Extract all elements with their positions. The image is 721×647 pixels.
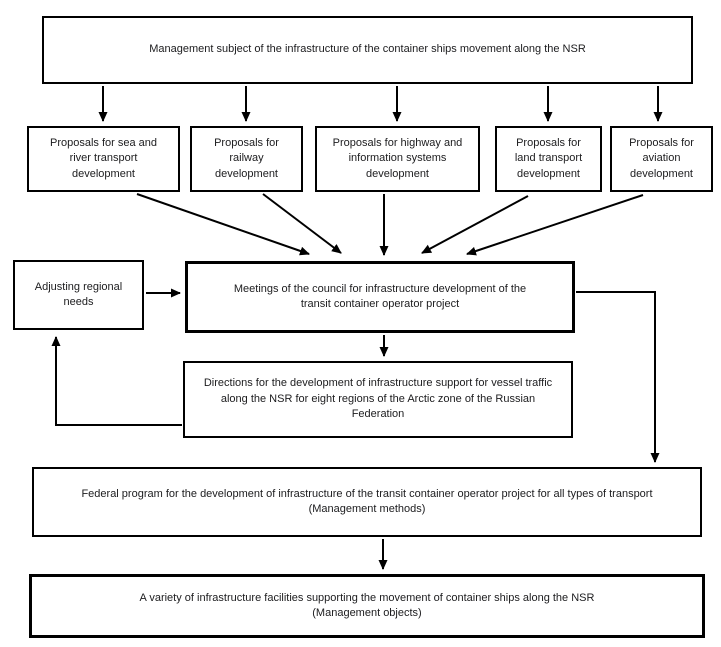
node-federal-program: Federal program for the development of i… <box>32 467 702 537</box>
node-proposals-land-transport: Proposals for land transport development <box>495 126 602 192</box>
node-proposals-land-transport-label: Proposals for land transport development <box>514 136 583 180</box>
node-proposals-railway: Proposals for railway development <box>190 126 303 192</box>
node-adjusting-regional-needs: Adjusting regional needs <box>13 260 144 330</box>
node-proposals-highway-information-label: Proposals for highway and information sy… <box>332 136 463 180</box>
edge-land-to-meetings <box>421 195 529 254</box>
edge-sea-river-to-meetings <box>136 193 310 256</box>
node-proposals-sea-river-label: Proposals for sea and river transport de… <box>49 136 157 180</box>
node-management-subject-label: Management subject of the infrastructure… <box>149 43 586 56</box>
node-management-objects: A variety of infrastructure facilities s… <box>29 574 705 638</box>
node-federal-program-sublabel: (Management methods) <box>308 503 426 515</box>
node-directions-label: Directions for the development of infras… <box>203 377 553 421</box>
edge-meetings-to-federal <box>576 291 660 463</box>
edge-railway-to-meetings <box>262 193 342 254</box>
node-directions: Directions for the development of infras… <box>183 361 573 438</box>
node-council-meetings-label: Meetings of the council for infrastructu… <box>233 282 527 310</box>
node-proposals-sea-river: Proposals for sea and river transport de… <box>27 126 180 192</box>
edge-directions-to-adjusting <box>51 336 182 426</box>
node-proposals-highway-information: Proposals for highway and information sy… <box>315 126 480 192</box>
node-adjusting-regional-needs-label: Adjusting regional needs <box>34 280 123 308</box>
node-management-objects-label: A variety of infrastructure facilities s… <box>139 591 595 604</box>
node-federal-program-label: Federal program for the development of i… <box>81 487 653 500</box>
node-proposals-aviation-label: Proposals for aviation development <box>629 136 694 180</box>
node-management-objects-sublabel: (Management objects) <box>312 607 422 619</box>
node-council-meetings: Meetings of the council for infrastructu… <box>185 261 575 333</box>
edge-aviation-to-meetings <box>466 194 644 256</box>
node-proposals-aviation: Proposals for aviation development <box>610 126 713 192</box>
node-proposals-railway-label: Proposals for railway development <box>214 136 279 180</box>
node-management-subject: Management subject of the infrastructure… <box>42 16 693 84</box>
